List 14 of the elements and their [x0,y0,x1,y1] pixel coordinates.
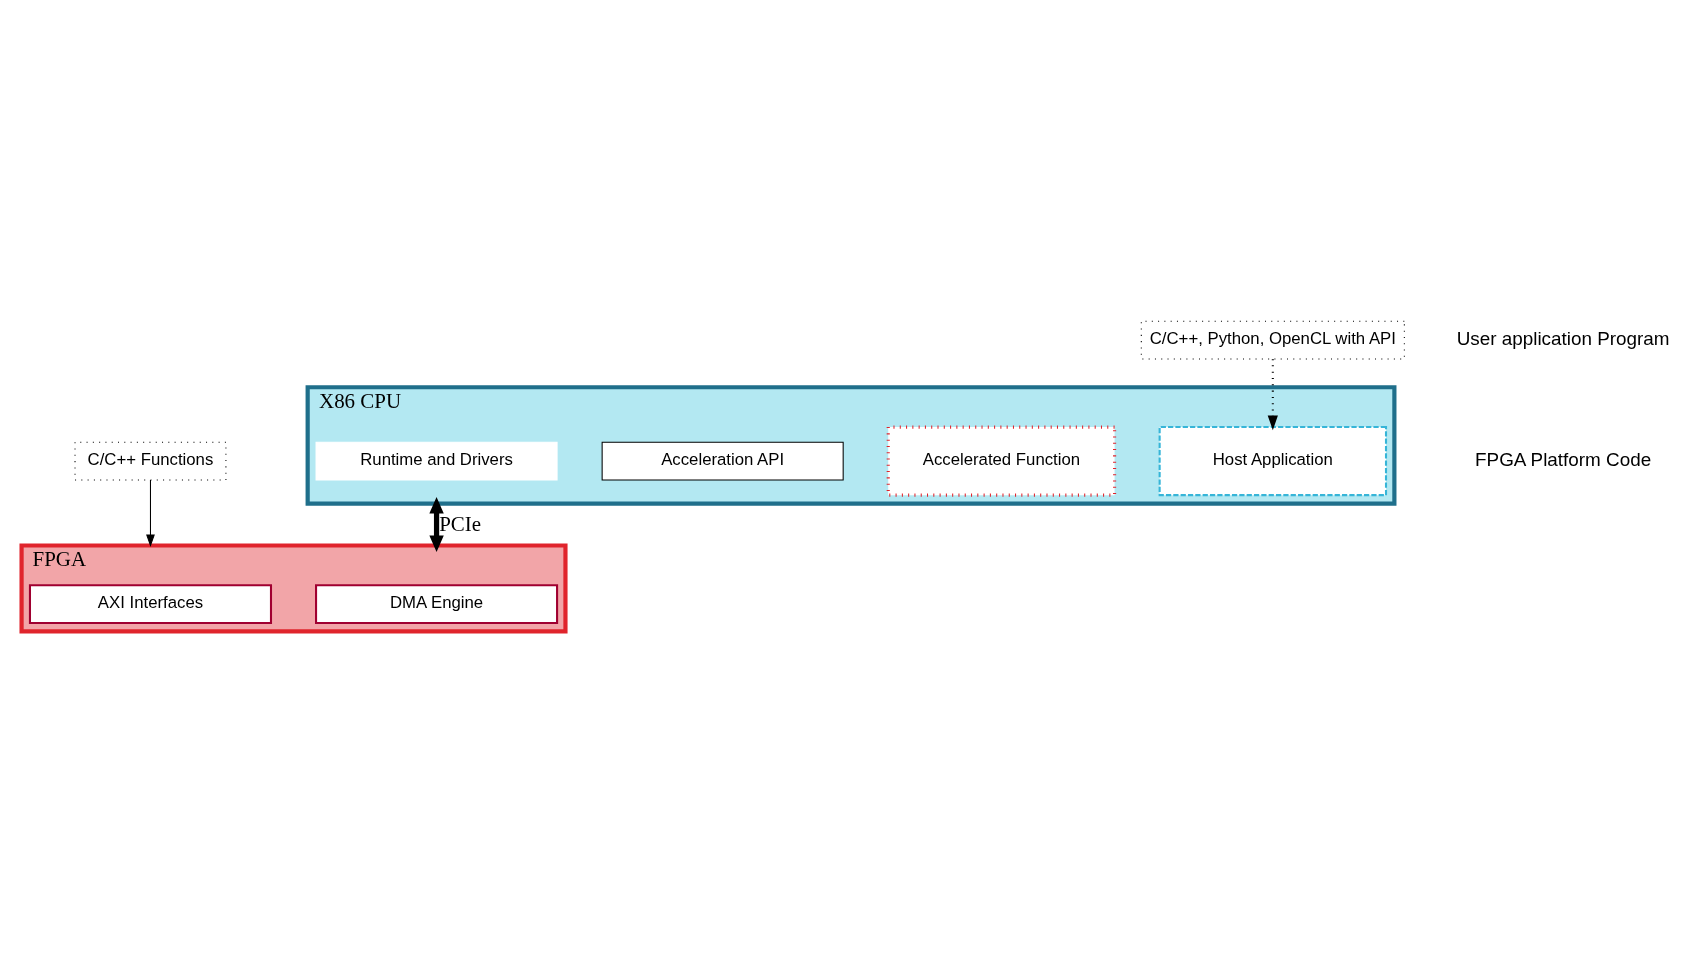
edge-label: PCIe [438,511,481,536]
node-box: Host Application [1158,426,1387,497]
arrow [428,497,444,552]
arrow [1267,359,1278,431]
label: User application Program [1456,327,1669,349]
node-box: Accelerated Function [886,425,1116,497]
node-box: C/C++, Python, OpenCL with API [1140,320,1405,360]
node-box: AXI Interfaces [28,584,272,625]
node-box: Acceleration API [601,441,844,481]
arrow [145,479,155,548]
node-box: DMA Engine [314,584,558,625]
label: FPGA Platform Code [1474,448,1651,470]
node-box: Runtime and Drivers [315,441,558,481]
node-box: C/C++ Functions [74,441,226,481]
